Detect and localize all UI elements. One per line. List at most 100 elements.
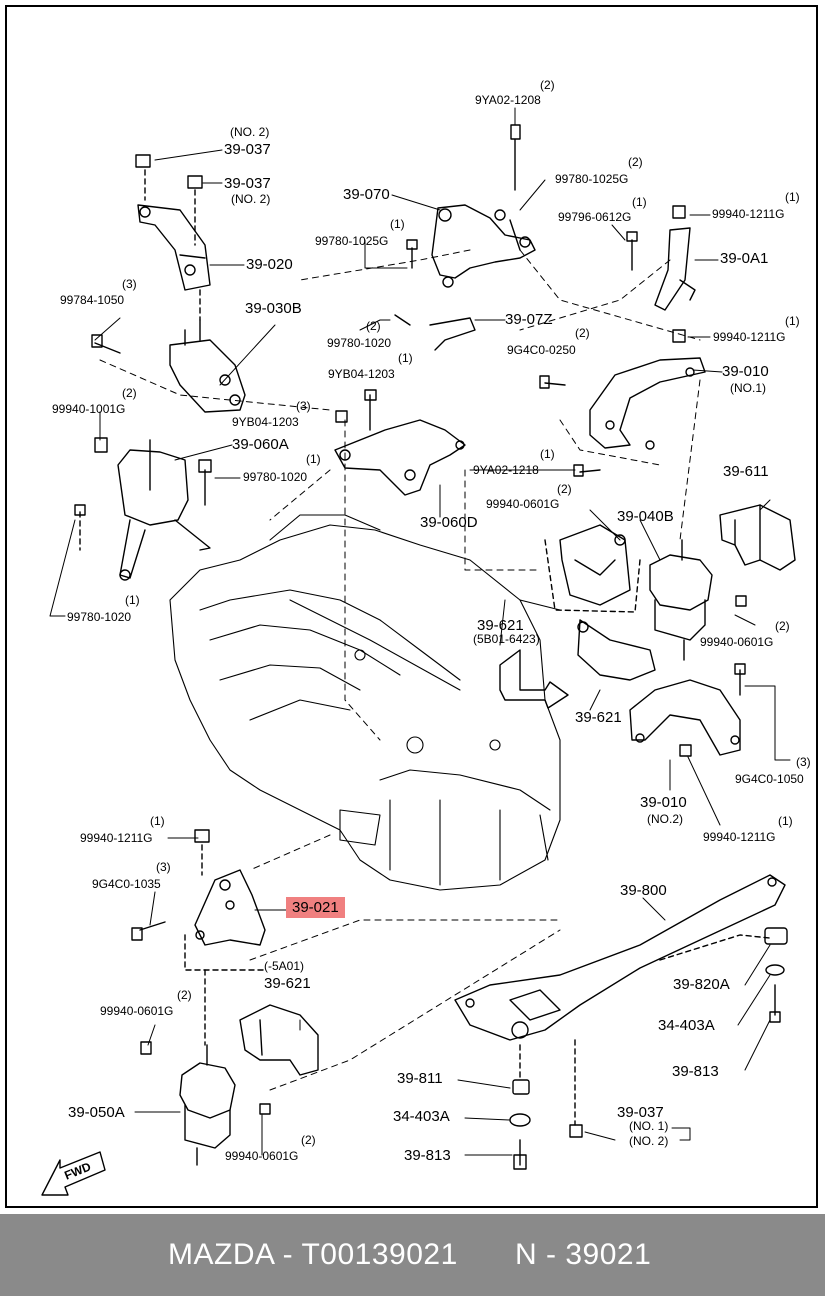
- part-label: 99940-0601G: [700, 635, 774, 649]
- part-label: 99940-0601G: [486, 497, 560, 511]
- part-label: 39-621: [264, 975, 311, 992]
- part-label: 9G4C0-1050: [735, 772, 804, 786]
- part-label: 99940-1001G: [52, 402, 126, 416]
- part-label: 9G4C0-1035: [92, 877, 161, 891]
- part-label: 99780-1020: [243, 470, 308, 484]
- footer-catalog-number: N - 39021: [515, 1238, 652, 1271]
- part-label: 39-020: [246, 256, 293, 273]
- part-label: 39-060A: [232, 436, 289, 453]
- part-label: (1): [785, 190, 800, 204]
- part-label: (1): [390, 217, 405, 231]
- part-label: 34-403A: [393, 1108, 450, 1125]
- part-label: (1): [306, 452, 321, 466]
- highlighted-part-label[interactable]: 39-021: [286, 897, 345, 918]
- part-label: 39-070: [343, 186, 390, 203]
- part-label: (NO. 2): [629, 1134, 669, 1148]
- part-label: 99780-1025G: [315, 234, 389, 248]
- part-label: (2): [122, 386, 137, 400]
- part-label: 39-621: [477, 617, 524, 634]
- part-label: (2): [540, 78, 555, 92]
- part-label: (1): [398, 351, 413, 365]
- part-label: (NO. 1): [629, 1119, 669, 1133]
- part-label: (2): [301, 1133, 316, 1147]
- part-label: (1): [778, 814, 793, 828]
- part-label: (NO. 2): [230, 125, 270, 139]
- part-label: 99796-0612G: [558, 210, 632, 224]
- mount-39-040b-drawing: [649, 539, 747, 661]
- part-label: 9YA02-1208: [475, 93, 541, 107]
- part-label: (2): [575, 326, 590, 340]
- part-label: 39-037: [224, 175, 271, 192]
- part-label: (NO.1): [730, 381, 766, 395]
- cover-39-611-drawing: [719, 504, 796, 571]
- part-label: 9YB04-1203: [328, 367, 395, 381]
- footer-brand-part-number: MAZDA - T00139021: [168, 1238, 458, 1271]
- part-label: 39-811: [397, 1070, 443, 1087]
- part-label: 39-030B: [245, 300, 302, 317]
- part-label: (-5A01): [264, 959, 305, 973]
- part-label: (2): [628, 155, 643, 169]
- part-label: (3): [156, 860, 171, 874]
- part-label: 9YA02-1218: [473, 463, 539, 477]
- part-label: 34-403A: [658, 1017, 715, 1034]
- part-label: (2): [177, 988, 192, 1002]
- part-label: 39-050A: [68, 1104, 125, 1121]
- part-label: 99940-1211G: [80, 831, 153, 845]
- part-label: 39-611: [723, 463, 769, 480]
- part-label: (1): [632, 195, 647, 209]
- part-label: 99780-1025G: [555, 172, 629, 186]
- part-label: (3): [122, 277, 137, 291]
- part-label: 39-037: [224, 141, 271, 158]
- part-label: 99940-1211G: [712, 207, 785, 221]
- part-label: 39-060D: [420, 514, 478, 531]
- part-label: 39-037: [617, 1104, 664, 1121]
- part-label: 39-820A: [673, 976, 730, 993]
- part-label: (2): [557, 482, 572, 496]
- part-label: (3): [296, 399, 311, 413]
- part-label: (NO. 2): [231, 192, 271, 206]
- part-label: 39-010: [640, 794, 687, 811]
- part-label: 9YB04-1203: [232, 415, 299, 429]
- part-label: 99940-0601G: [225, 1149, 299, 1163]
- part-label: 39-621: [575, 709, 622, 726]
- part-label: 39-813: [404, 1147, 451, 1164]
- cover-39-621-middle-drawing: [577, 619, 656, 681]
- part-label: (3): [796, 755, 811, 769]
- part-label: 39-010: [722, 363, 769, 380]
- mount-39-060a-drawing: [74, 437, 212, 581]
- part-label: 99784-1050: [60, 293, 125, 307]
- cover-39-621-upper-drawing: [544, 524, 641, 613]
- part-label: (5B01-6423): [473, 632, 540, 646]
- direction-arrow-drawing: [499, 649, 569, 709]
- part-label: 99780-1020: [327, 336, 392, 350]
- bracket-39-010-no2-drawing: [629, 663, 746, 757]
- assembly-guide-lines: [99, 249, 701, 1091]
- part-label: (1): [785, 314, 800, 328]
- label-leader-lines: [49, 107, 791, 1156]
- forward-arrow-icon: [41, 1151, 106, 1196]
- part-label: 99940-1211G: [703, 830, 776, 844]
- cover-39-621-lower-drawing: [239, 1004, 319, 1076]
- part-label: 39-813: [672, 1063, 719, 1080]
- part-label: (1): [540, 447, 555, 461]
- part-label: 39-040B: [617, 508, 674, 525]
- part-label: 99780-1020: [67, 610, 132, 624]
- engine-assembly-drawing: [169, 514, 561, 891]
- crossmember-39-800-drawing: [454, 874, 788, 1170]
- part-label: (NO.2): [647, 812, 683, 826]
- part-label: (2): [775, 619, 790, 633]
- bracket-39-030b-drawing: [91, 319, 246, 413]
- part-label: (2): [366, 319, 381, 333]
- part-label: (1): [125, 593, 140, 607]
- bracket-39-010-no1-drawing: [539, 357, 706, 477]
- part-label: (1): [150, 814, 165, 828]
- part-label: 39-07Z: [505, 311, 553, 328]
- bracket-39-020-drawing: [135, 154, 211, 321]
- bracket-39-021-drawing: [131, 829, 266, 971]
- mount-39-050a-drawing: [140, 969, 271, 1166]
- bracket-39-060d-drawing: [334, 314, 476, 496]
- part-label: 39-800: [620, 882, 667, 899]
- part-label: 39-0A1: [720, 250, 769, 267]
- bracket-39-0a1-drawing: [626, 205, 696, 343]
